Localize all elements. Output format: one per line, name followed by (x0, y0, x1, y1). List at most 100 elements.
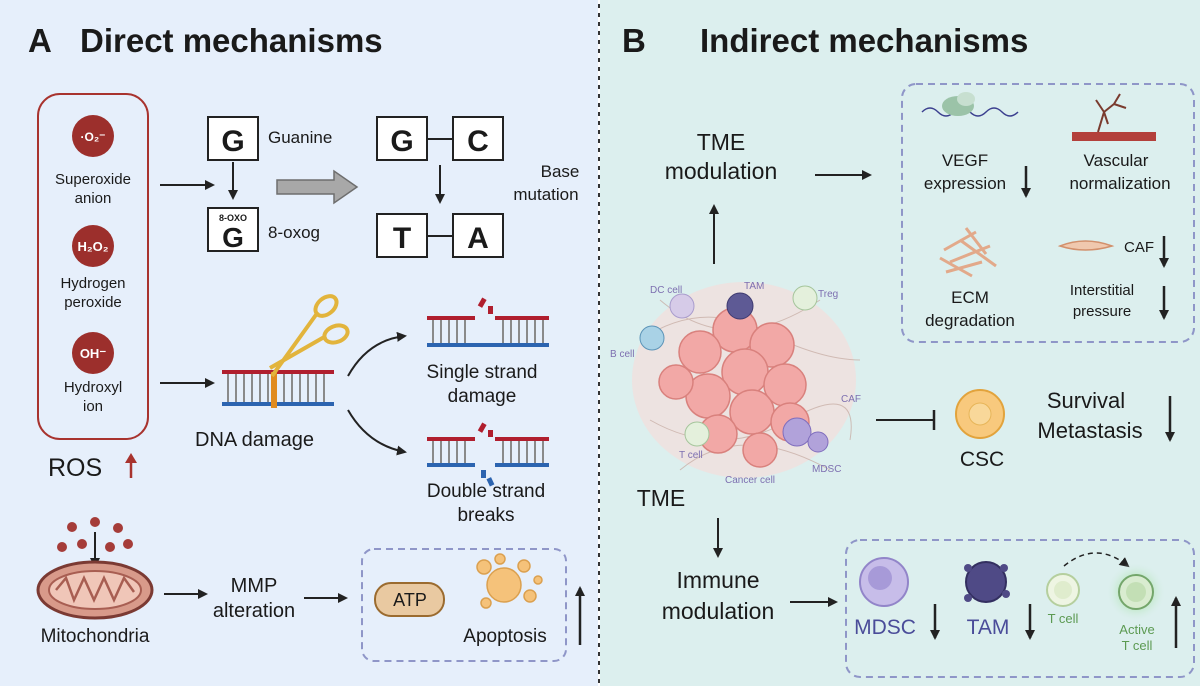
guanine-label: Guanine (268, 128, 332, 147)
csc-label: CSC (960, 448, 1004, 471)
double-strand-label-1: Double strand (427, 481, 545, 502)
base-mutation-arrow (276, 169, 359, 205)
caf-label: CAF (1124, 239, 1154, 256)
pair-a-box (452, 213, 504, 258)
hydrogen-peroxide-label-1: Hydrogen (60, 275, 125, 292)
apoptosis-cell-icon (476, 553, 543, 609)
panel-a-title: Direct mechanisms (80, 22, 383, 59)
dna-damage-label: DNA damage (195, 429, 314, 451)
tumor-cluster (632, 282, 861, 478)
cluster-label-t: T cell (679, 450, 703, 461)
oxog-label: 8-oxog (268, 223, 320, 242)
panel-b-letter: B (622, 22, 646, 59)
t-cell-icon (1046, 573, 1080, 607)
single-strand-label-2: damage (448, 386, 517, 407)
caf-icon (1057, 240, 1115, 251)
tme-modulation-label-2: modulation (665, 158, 778, 184)
double-strand-dna-icon (427, 422, 549, 487)
interstitial-label-1: Interstitial (1070, 282, 1134, 299)
base-mutation-label-2: mutation (513, 185, 578, 204)
oxog-box (207, 207, 259, 252)
interstitial-label-2: pressure (1073, 303, 1131, 320)
double-strand-label-2: breaks (457, 505, 514, 526)
vegf-label-2: expression (924, 174, 1006, 193)
ecm-fibers-icon (939, 227, 997, 278)
tme-modulation-label-1: TME (697, 129, 746, 155)
immune-effects-box (845, 539, 1195, 678)
atp-pill (374, 582, 445, 617)
vascular-label-1: Vascular (1084, 151, 1149, 170)
tam-cell-icon (964, 561, 1010, 603)
dna-ladder-icon (222, 370, 334, 408)
superoxide-label-1: Superoxide (55, 171, 131, 188)
mdsc-cell-1 (782, 417, 812, 447)
cluster-label-treg: Treg (818, 289, 838, 300)
ros-box (37, 93, 149, 440)
blood-vessel-icon (1072, 93, 1156, 141)
cluster-label-cancer: Cancer cell (725, 475, 775, 486)
arrow-to-double-strand (347, 409, 407, 456)
vegf-label-1: VEGF (942, 151, 988, 170)
cluster-label-tam: TAM (744, 281, 764, 292)
treg-cell (792, 285, 818, 311)
b-cell (639, 325, 665, 351)
pair-g-letter: G (390, 125, 413, 158)
hydrogen-peroxide-icon: H₂O₂ (72, 225, 114, 267)
mdsc-cell-2 (807, 431, 829, 453)
svg-text:H₂O₂: H₂O₂ (77, 239, 108, 254)
ecm-label-1: ECM (951, 288, 989, 307)
scissors-icon (269, 294, 350, 378)
immune-modulation-label-2: modulation (662, 598, 775, 624)
immune-tam-label: TAM (967, 616, 1010, 639)
pair-c-letter: C (467, 125, 489, 158)
superoxide-label-2: anion (75, 190, 112, 207)
oxog-letter: G (222, 222, 244, 253)
mitochondria-icon (36, 517, 154, 620)
cluster-label-dc: DC cell (650, 285, 682, 296)
guanine-box (207, 116, 259, 161)
ecm-label-2: degradation (925, 311, 1015, 330)
panel-b-title: Indirect mechanisms (700, 22, 1028, 59)
activation-dashed-arrow (1063, 552, 1130, 568)
hydroxyl-label-1: Hydroxyl (64, 379, 122, 396)
panel-a-letter: A (28, 22, 52, 59)
oxog-tag: 8-OXO (219, 213, 247, 223)
immune-mdsc-label: MDSC (854, 616, 916, 639)
vegf-icon (921, 92, 1019, 117)
immune-modulation-label-1: Immune (676, 567, 759, 593)
single-strand-label-1: Single strand (427, 362, 538, 383)
mmp-label-2: alteration (213, 600, 295, 622)
base-mutation-label-1: Base (541, 162, 580, 181)
hydrogen-peroxide-label-2: peroxide (64, 294, 122, 311)
apoptosis-label: Apoptosis (463, 626, 546, 647)
hydroxyl-icon: OH⁻ (72, 332, 114, 374)
atp-label: ATP (393, 590, 427, 610)
pair-t-letter: T (393, 222, 411, 255)
active-tcell-label-1: Active (1119, 622, 1154, 637)
superoxide-icon: ·O₂⁻ (72, 115, 114, 157)
apoptosis-box (361, 548, 567, 662)
single-strand-dna-icon (427, 297, 549, 347)
cluster-label-b: B cell (610, 349, 634, 360)
mmp-label-1: MMP (231, 575, 278, 597)
mdsc-cell-icon (859, 557, 909, 607)
t-cell (684, 421, 710, 447)
active-tcell-label-2: T cell (1122, 638, 1153, 653)
pair-g-box (376, 116, 428, 161)
dc-cell (669, 293, 695, 319)
hydroxyl-label-2: ion (83, 398, 103, 415)
immune-tcell-label: T cell (1048, 611, 1079, 626)
vascular-label-2: normalization (1069, 174, 1170, 193)
csc-cell-icon (955, 389, 1005, 439)
tme-label: TME (637, 485, 686, 511)
cluster-label-caf: CAF (841, 394, 861, 405)
svg-text:OH⁻: OH⁻ (80, 346, 107, 361)
arrow-to-single-strand (347, 331, 407, 377)
pair-c-box (452, 116, 504, 161)
pair-t-box (376, 213, 428, 258)
svg-text:·O₂⁻: ·O₂⁻ (81, 130, 106, 144)
pair-a-letter: A (467, 222, 489, 255)
tme-effects-box (901, 83, 1195, 343)
